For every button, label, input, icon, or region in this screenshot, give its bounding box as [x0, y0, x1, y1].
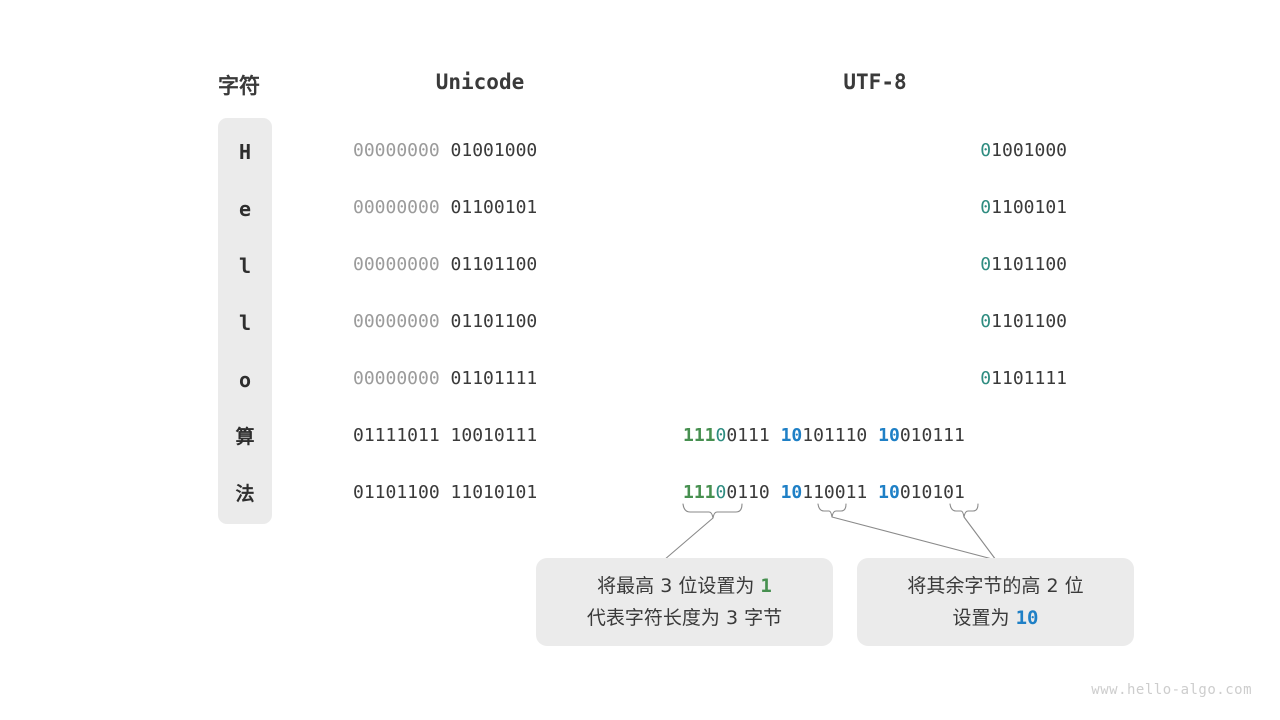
callout-right-line-2: 设置为 10 [953, 602, 1039, 634]
character-cell: H [238, 140, 252, 164]
utf8-payload-bits: 1101100 [991, 311, 1067, 332]
unicode-cell: 00000000 01101100 [353, 255, 537, 275]
character-cell: 算 [235, 426, 255, 448]
utf8-continuation-marker-bits: 10 [780, 482, 803, 503]
callout-right-line2-text: 设置为 [952, 607, 1016, 629]
unicode-dark-bits: 01111011 10010111 [353, 425, 538, 446]
callout-continuation-bits: 将其余字节的高 2 位 设置为 10 [857, 558, 1134, 646]
unicode-dark-bits: 01101100 [450, 311, 538, 332]
utf8-byte1-payload: 0111 [726, 425, 770, 446]
utf8-continuation-marker-bits: 10 [780, 425, 803, 446]
unicode-dark-bits: 01001000 [450, 140, 538, 161]
utf8-cell: 01001000 [683, 141, 1067, 161]
character-column-pill [218, 118, 272, 524]
unicode-dim-bits: 00000000 [353, 311, 440, 332]
unicode-dim-bits: 00000000 [353, 197, 440, 218]
character-cell: l [238, 254, 252, 278]
unicode-cell: 00000000 01101100 [353, 312, 537, 332]
callout-left-line1-highlight: 1 [760, 575, 772, 597]
column-header-character: 字符 [218, 75, 260, 98]
utf8-length-terminator-bit: 0 [715, 425, 727, 446]
unicode-dark-bits: 01101100 [450, 254, 538, 275]
unicode-dark-bits: 01100101 [450, 197, 538, 218]
utf8-payload-bits: 1100101 [991, 197, 1067, 218]
column-header-utf8: UTF-8 [843, 70, 907, 94]
utf8-payload-bits: 1101111 [991, 368, 1067, 389]
column-header-unicode: Unicode [435, 70, 525, 94]
unicode-cell: 00000000 01101111 [353, 369, 537, 389]
utf8-continuation-marker-bits: 10 [878, 482, 900, 503]
utf8-byte3-payload: 010111 [899, 425, 965, 446]
utf8-continuation-marker-bits: 10 [878, 425, 900, 446]
utf8-byte3-payload: 010101 [899, 482, 965, 503]
character-cell: e [238, 197, 252, 221]
character-cell: 法 [235, 483, 255, 505]
unicode-dim-bits: 00000000 [353, 254, 440, 275]
utf8-cell: 11100110 10110011 10010101 [683, 483, 965, 503]
utf8-leading-zero: 0 [980, 254, 992, 275]
utf8-leading-zero: 0 [980, 311, 992, 332]
utf8-cell: 11100111 10101110 10010111 [683, 426, 965, 446]
unicode-dark-bits: 01101100 11010101 [353, 482, 538, 503]
callout-left-line-2: 代表字符长度为 3 字节 [586, 607, 783, 629]
utf8-cell: 01100101 [683, 198, 1067, 218]
utf8-leading-zero: 0 [980, 197, 992, 218]
utf8-cell: 01101100 [683, 312, 1067, 332]
utf8-cell: 01101111 [683, 369, 1067, 389]
utf8-cell: 01101100 [683, 255, 1067, 275]
callout-left-line1-text: 将最高 3 位设置为 [597, 575, 761, 597]
unicode-cell: 01101100 11010101 [353, 483, 537, 503]
unicode-cell: 00000000 01001000 [353, 141, 537, 161]
utf8-length-marker-bits: 111 [683, 425, 716, 446]
character-cell: o [238, 368, 252, 392]
callout-leading-bits: 将最高 3 位设置为 1 代表字符长度为 3 字节 [536, 558, 833, 646]
utf8-payload-bits: 1001000 [991, 140, 1067, 161]
unicode-dim-bits: 00000000 [353, 368, 440, 389]
utf8-byte2-payload: 110011 [802, 482, 868, 503]
unicode-dim-bits: 00000000 [353, 140, 440, 161]
utf8-byte1-payload: 0110 [726, 482, 770, 503]
unicode-cell: 01111011 10010111 [353, 426, 537, 446]
site-watermark: www.hello-algo.com [1091, 682, 1252, 698]
callout-right-line-1: 将其余字节的高 2 位 [907, 575, 1084, 597]
character-cell: l [238, 311, 252, 335]
utf8-leading-zero: 0 [980, 140, 992, 161]
utf8-leading-zero: 0 [980, 368, 992, 389]
unicode-cell: 00000000 01100101 [353, 198, 537, 218]
callout-left-line-1: 将最高 3 位设置为 1 [597, 570, 772, 602]
utf8-payload-bits: 1101100 [991, 254, 1067, 275]
utf8-length-terminator-bit: 0 [715, 482, 727, 503]
utf8-byte2-payload: 101110 [802, 425, 868, 446]
unicode-dark-bits: 01101111 [450, 368, 538, 389]
utf8-length-marker-bits: 111 [683, 482, 716, 503]
callout-right-line2-highlight: 10 [1015, 607, 1039, 629]
